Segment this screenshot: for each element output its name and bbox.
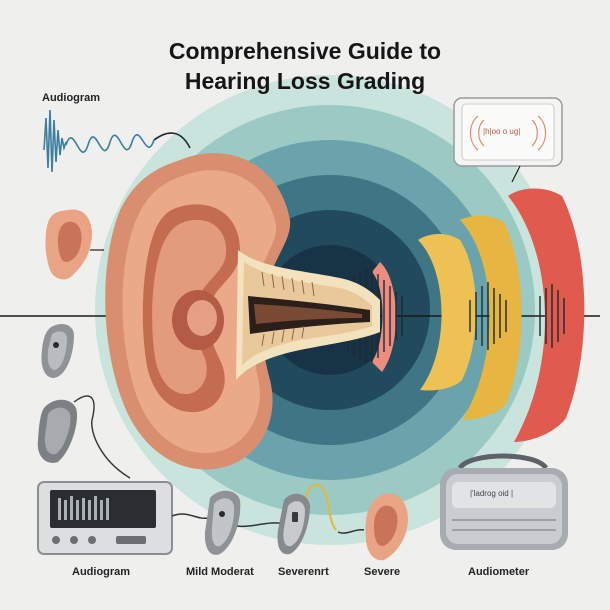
ear-cross-section-icon	[105, 153, 380, 470]
waveform-panel	[453, 97, 563, 183]
page-title: Comprehensive Guide to Hearing Loss Grad…	[0, 36, 610, 96]
label-audiometer: Audiometer	[468, 566, 530, 578]
label-audiogram-top: Audiogram	[42, 92, 101, 104]
audiometer-icon	[440, 453, 568, 550]
hearing-aid-icon	[204, 490, 241, 555]
title-line-2: Hearing Loss Grading	[184, 68, 426, 94]
hearing-aid-icon	[277, 493, 310, 555]
waveform-panel-text: |h|oo o ug|	[483, 127, 521, 136]
label-audiogram-bottom: Audiogram	[72, 566, 131, 578]
audiogram-device-icon	[37, 481, 173, 555]
hearing-aid-icon	[41, 324, 74, 378]
audiometer-display-text: |'ladrog oid |	[470, 489, 514, 498]
small-ear-icon	[45, 209, 104, 280]
label-severe-1: Severenrt	[278, 566, 329, 578]
hearing-aid-icon	[37, 395, 131, 479]
ear-icon	[365, 493, 408, 561]
title-line-1: Comprehensive Guide to	[168, 38, 442, 64]
audiogram-waveform-icon	[43, 109, 191, 173]
label-severe-2: Severe	[364, 566, 401, 578]
label-mild-moderate: Mild Moderat	[186, 566, 254, 578]
